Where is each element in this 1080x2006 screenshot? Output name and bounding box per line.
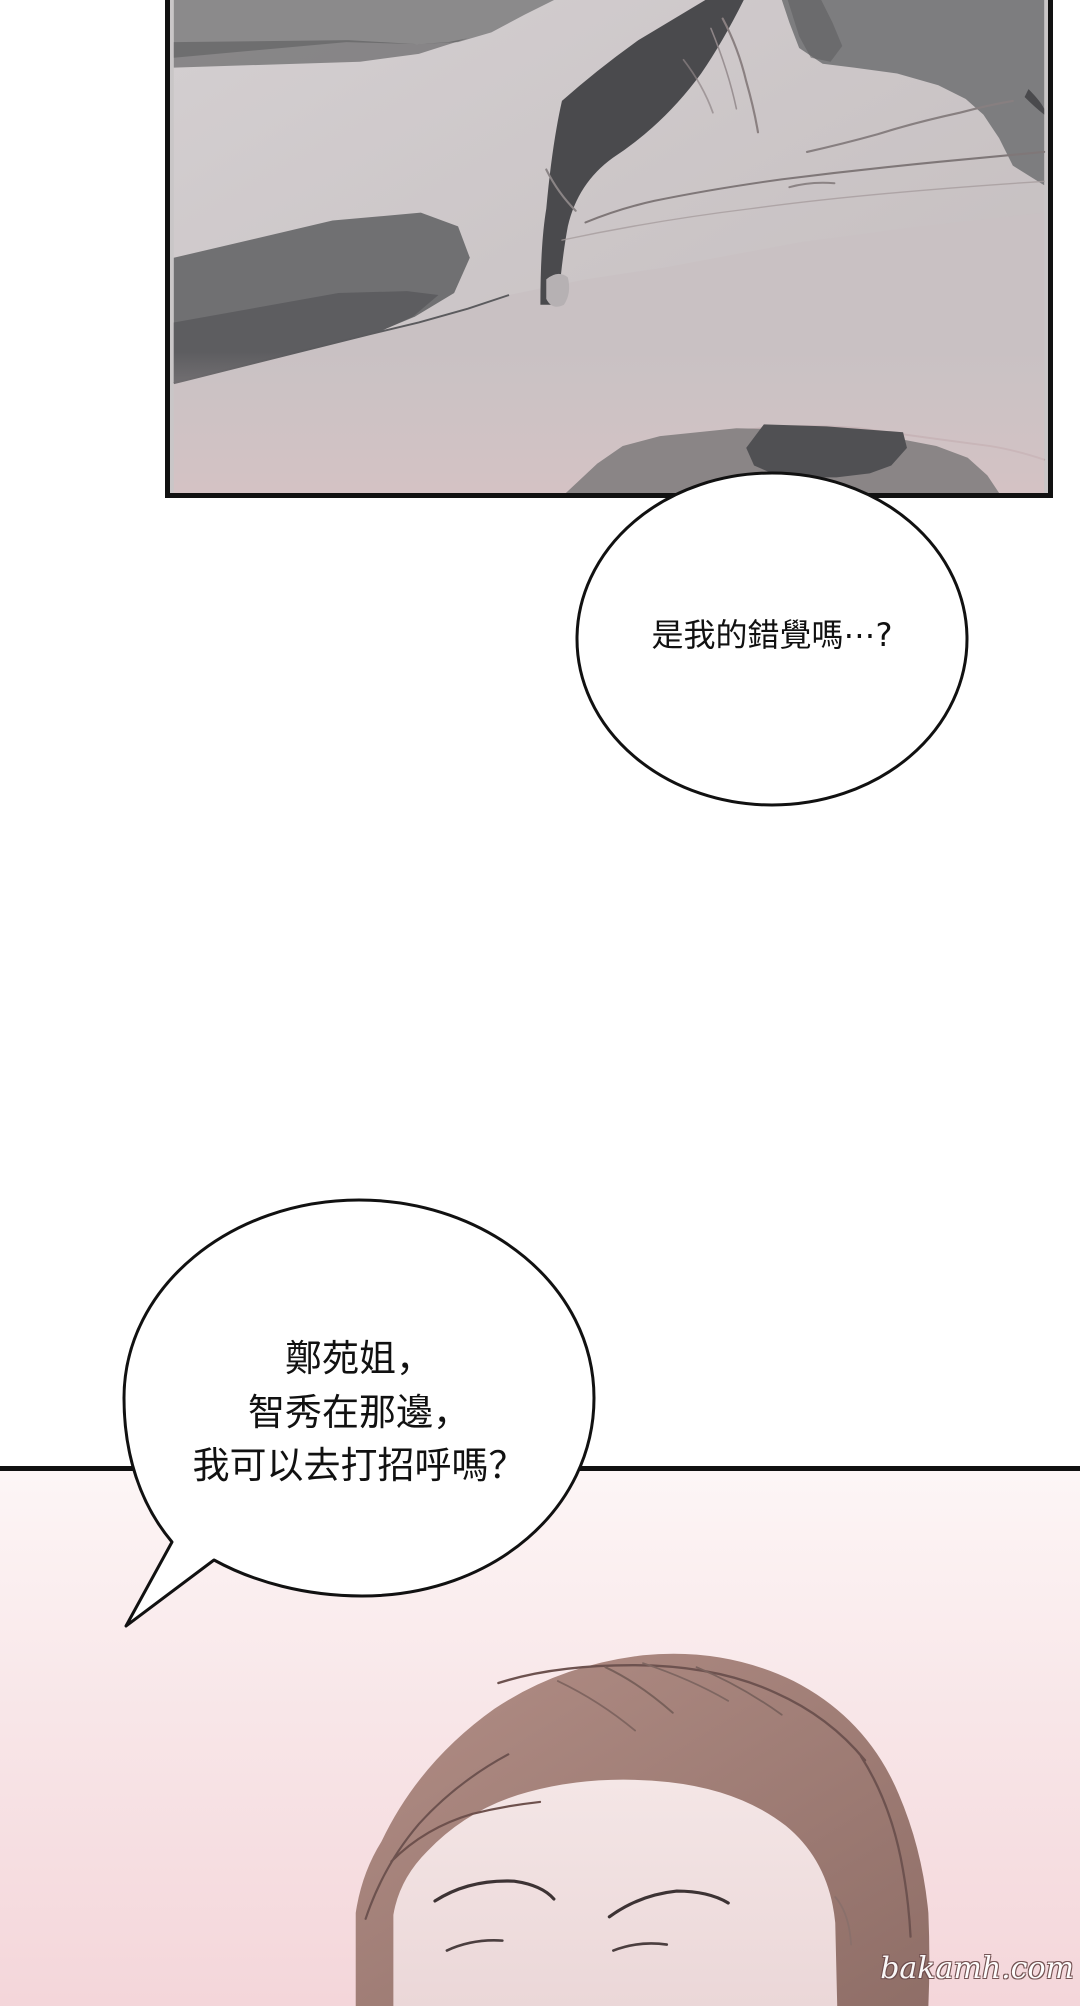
character-portrait-art <box>355 1653 930 2006</box>
speech-bubble-2-line-1: 鄭苑姐， <box>285 1337 433 1380</box>
speech-bubble-2-line-3: 我可以去打招呼嗎？ <box>192 1444 526 1488</box>
speech-bubble-1-text: 是我的錯覺嗎⋯? <box>651 616 893 654</box>
speech-bubble-1: 是我的錯覺嗎⋯? <box>574 470 970 808</box>
top-comic-panel <box>165 0 1053 498</box>
speech-bubble-2-line-2: 智秀在那邊， <box>248 1390 470 1434</box>
reclining-figure-art <box>173 0 1046 493</box>
site-watermark: bakamh.com <box>880 1951 1074 1986</box>
speech-bubble-1-outline <box>575 471 969 807</box>
speech-bubble-2-outline <box>122 1198 596 1628</box>
speech-bubble-2-text: 鄭苑姐， 智秀在那邊， 我可以去打招呼嗎？ <box>122 1332 596 1493</box>
speech-bubble-2: 鄭苑姐， 智秀在那邊， 我可以去打招呼嗎？ <box>122 1198 596 1632</box>
